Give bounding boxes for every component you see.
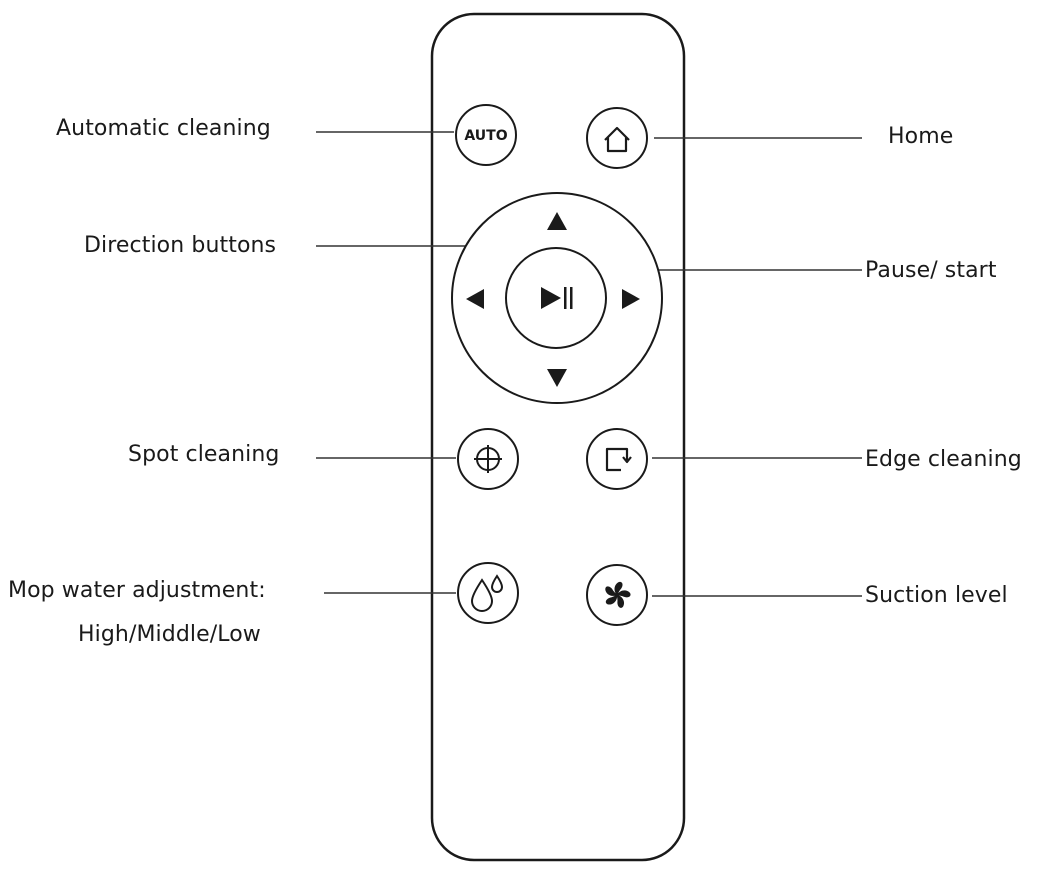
- arrow-right-icon[interactable]: [622, 289, 640, 309]
- label-suction-level: Suction level: [865, 583, 1008, 608]
- arrow-down-icon[interactable]: [547, 369, 567, 387]
- suction-level-button[interactable]: [586, 564, 648, 626]
- label-pause-start: Pause/ start: [865, 258, 997, 283]
- edge-cleaning-button[interactable]: [586, 428, 648, 490]
- fan-icon: [605, 581, 631, 608]
- label-home: Home: [888, 124, 954, 149]
- label-direction-buttons: Direction buttons: [84, 233, 277, 258]
- home-button[interactable]: [586, 107, 648, 169]
- crosshair-icon: [474, 445, 502, 473]
- edge-icon: [605, 447, 632, 472]
- label-spot-cleaning: Spot cleaning: [128, 442, 280, 467]
- play-pause-button[interactable]: [505, 247, 607, 349]
- auto-button[interactable]: AUTO: [455, 104, 517, 166]
- arrow-up-icon[interactable]: [547, 212, 567, 230]
- mop-water-button[interactable]: [457, 562, 519, 624]
- arrow-left-icon[interactable]: [466, 289, 484, 309]
- label-edge-cleaning: Edge cleaning: [865, 447, 1022, 472]
- spot-cleaning-button[interactable]: [457, 428, 519, 490]
- label-mop-water-levels: High/Middle/Low: [78, 622, 261, 647]
- water-drops-icon: [470, 574, 504, 612]
- label-mop-water-adjustment: Mop water adjustment:: [8, 578, 266, 603]
- play-pause-icon: [541, 287, 573, 309]
- remote-body: [430, 12, 686, 862]
- home-icon: [604, 126, 630, 153]
- label-automatic-cleaning: Automatic cleaning: [56, 116, 271, 141]
- auto-button-text: AUTO: [464, 128, 507, 144]
